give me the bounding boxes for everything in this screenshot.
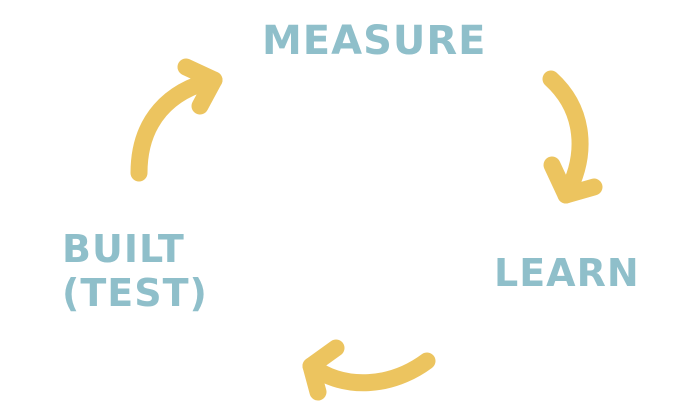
step-label-built: BUILT (TEST) (62, 227, 208, 315)
step-label-built-line-1: BUILT (62, 227, 185, 271)
arrow-measure-to-learn-icon (542, 70, 603, 204)
step-label-measure: MEASURE (262, 18, 487, 64)
arrow-built-to-measure-icon (130, 58, 223, 182)
step-label-built-line-2: (TEST) (62, 270, 208, 315)
step-label-learn: LEARN (494, 251, 640, 295)
arrow-learn-to-built-icon (302, 339, 436, 401)
